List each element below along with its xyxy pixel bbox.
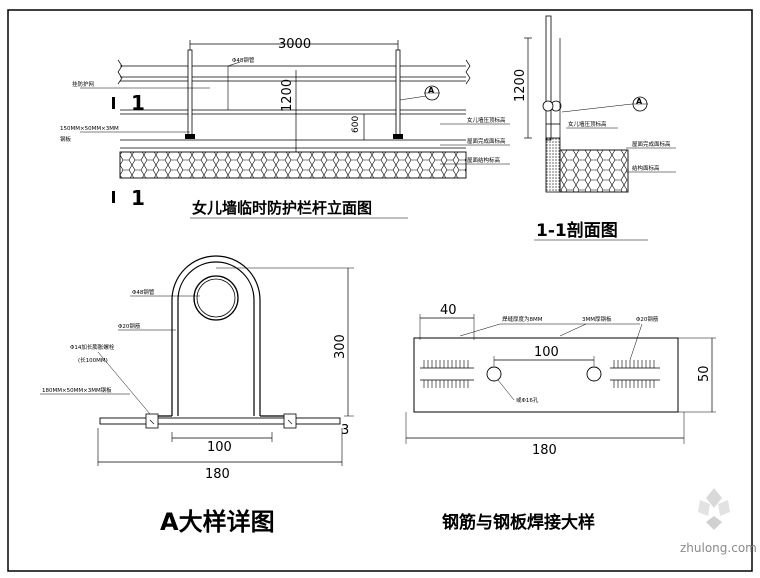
section-note-0: 女儿墙压顶标高 (568, 120, 607, 128)
zhulong-logo-icon (698, 488, 730, 530)
detail-a-drawing (40, 255, 354, 466)
detail-a-label-4: 180MM×50MM×3MM钢板 (42, 386, 112, 394)
elevation-title: 女儿墙临时防护栏杆立面图 (192, 199, 372, 217)
plate-dim-180: 180 (532, 443, 557, 458)
elevation-top-note: Φ48钢管 (232, 56, 255, 64)
detail-a-label-2: Φ14加长膨胀螺栓 (70, 343, 115, 351)
section-roof-slab (559, 149, 629, 193)
section-title: 1-1剖面图 (536, 220, 618, 241)
detail-a-label-0: Φ48钢管 (132, 288, 155, 296)
elevation-section-mark-bottom: 1 (131, 186, 145, 210)
plate-label-0: 焊缝厚度为8MM (502, 315, 543, 323)
detail-a-label-3: (长100MM) (78, 356, 108, 364)
elevation-section-mark-top: 1 (131, 91, 145, 115)
section-dim-height: 1200 (513, 69, 528, 102)
detail-a-dim-height: 300 (333, 334, 348, 359)
elevation-note-right-0: 女儿墙压顶标高 (467, 116, 506, 124)
section-detail-ref: A (636, 97, 643, 106)
elevation-note-left-1: 150MM×50MM×3MM (60, 126, 119, 132)
plate-dim-50: 50 (697, 365, 712, 382)
sheet-border (7, 9, 753, 572)
elevation-detail-ref: A (428, 86, 435, 95)
plate-label-1: 3MM厚钢板 (582, 315, 612, 323)
elevation-note-left-0: 挂防护网 (72, 80, 95, 88)
elevation-dim-low: 600 (351, 116, 361, 133)
elevation-dim-span: 3000 (278, 37, 311, 52)
section-drawing (524, 15, 676, 193)
plate-label-2: Φ20钢筋 (636, 315, 659, 323)
elevation-dim-height: 1200 (280, 79, 295, 112)
plate-dim-100: 100 (534, 345, 559, 360)
section-note-1: 屋面完成面标高 (632, 140, 671, 148)
detail-a-title: A大样详图 (160, 508, 275, 536)
plate-label-3: 或Φ16孔 (516, 396, 539, 404)
elevation-note-right-1: 屋面完成面标高 (467, 137, 506, 145)
roof-slab (119, 151, 467, 179)
detail-a-dim-inner: 100 (207, 440, 232, 455)
watermark: zhulong.com (680, 541, 757, 555)
plate-drawing (405, 314, 716, 444)
section-note-2: 结构面标高 (632, 164, 660, 172)
plate-title: 钢筋与钢板焊接大样 (442, 512, 595, 533)
detail-a-label-1: Φ20钢筋 (118, 322, 141, 330)
elevation-note-left-2: 钢板 (60, 135, 72, 143)
elevation-note-right-2: 屋面结构标高 (467, 156, 501, 164)
plate-dim-40: 40 (440, 303, 457, 318)
elevation-drawing (80, 40, 510, 203)
detail-a-dim-thick: 3 (341, 423, 349, 438)
detail-a-dim-total: 180 (205, 467, 230, 482)
